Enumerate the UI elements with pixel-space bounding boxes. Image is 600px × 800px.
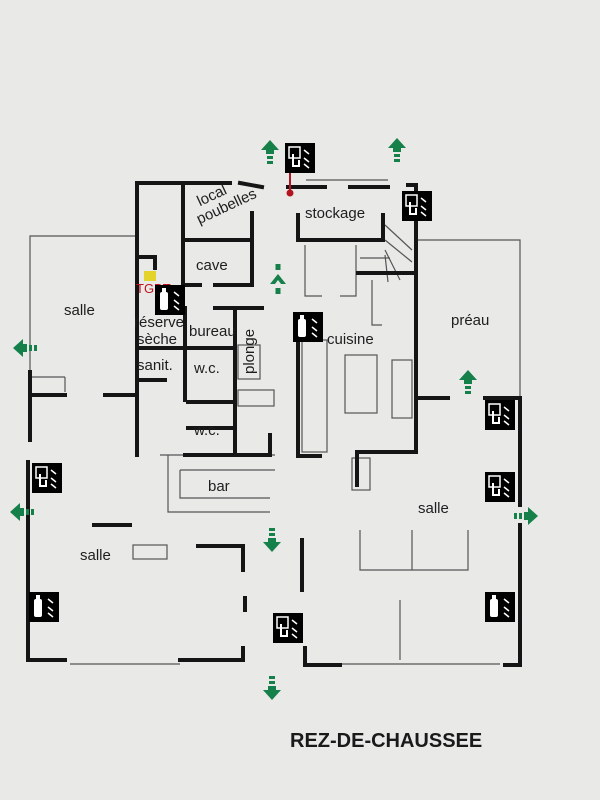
label-wc-1: w.c.: [193, 360, 220, 377]
fire-alarm-call-point-icon: [272, 612, 304, 644]
exit-arrow-up-icon: [261, 140, 279, 164]
fire-extinguisher-icon: [28, 591, 60, 623]
exit-arrow-right-icon: [514, 507, 538, 525]
label-local-poubelles: localpoubelles: [187, 171, 259, 228]
thin-outlines: [29, 179, 521, 665]
exit-arrow-up-icon: [459, 370, 477, 394]
tgbt-panel: [144, 271, 156, 281]
fire-alarm-call-point-icon: [284, 142, 316, 174]
exit-arrow-up-icon: [388, 138, 406, 162]
exit-arrow-left-icon: [10, 503, 34, 521]
fire-alarm-call-point-icon: [401, 190, 433, 222]
fire-alarm-call-point-icon: [31, 462, 63, 494]
room-labels: localpoubelles stockage cave TGBT salle …: [64, 171, 489, 564]
exit-arrow-down-icon: [263, 528, 281, 552]
label-seche: sèche: [137, 331, 177, 348]
exit-double-arrow-icon: [270, 264, 286, 294]
fire-alarm-call-point-icon: [484, 399, 516, 431]
label-bureau: bureau: [189, 323, 236, 340]
floor-title: REZ-DE-CHAUSSEE: [290, 730, 482, 752]
label-sanit: sanit.: [137, 357, 173, 374]
label-plonge: plonge: [241, 329, 258, 374]
fire-extinguisher-icon: [292, 311, 324, 343]
exit-arrow-down-icon: [263, 676, 281, 700]
label-stockage: stockage: [305, 205, 365, 222]
exit-arrows: [10, 138, 538, 700]
label-cave: cave: [196, 257, 228, 274]
label-bar: bar: [208, 478, 230, 495]
label-salle-nw: salle: [64, 302, 95, 319]
label-salle-e: salle: [418, 500, 449, 517]
fire-extinguisher-icon: [154, 284, 186, 316]
label-salle-sw: salle: [80, 547, 111, 564]
label-wc-2: w.c.: [193, 422, 220, 439]
label-reserve: réserve: [134, 314, 184, 331]
label-preau: préau: [451, 312, 489, 329]
label-cuisine: cuisine: [327, 331, 374, 348]
walls: [26, 180, 522, 667]
safety-signs: [28, 142, 516, 644]
fire-extinguisher-icon: [484, 591, 516, 623]
exit-arrow-left-icon: [13, 339, 37, 357]
fire-alarm-call-point-icon: [484, 471, 516, 503]
